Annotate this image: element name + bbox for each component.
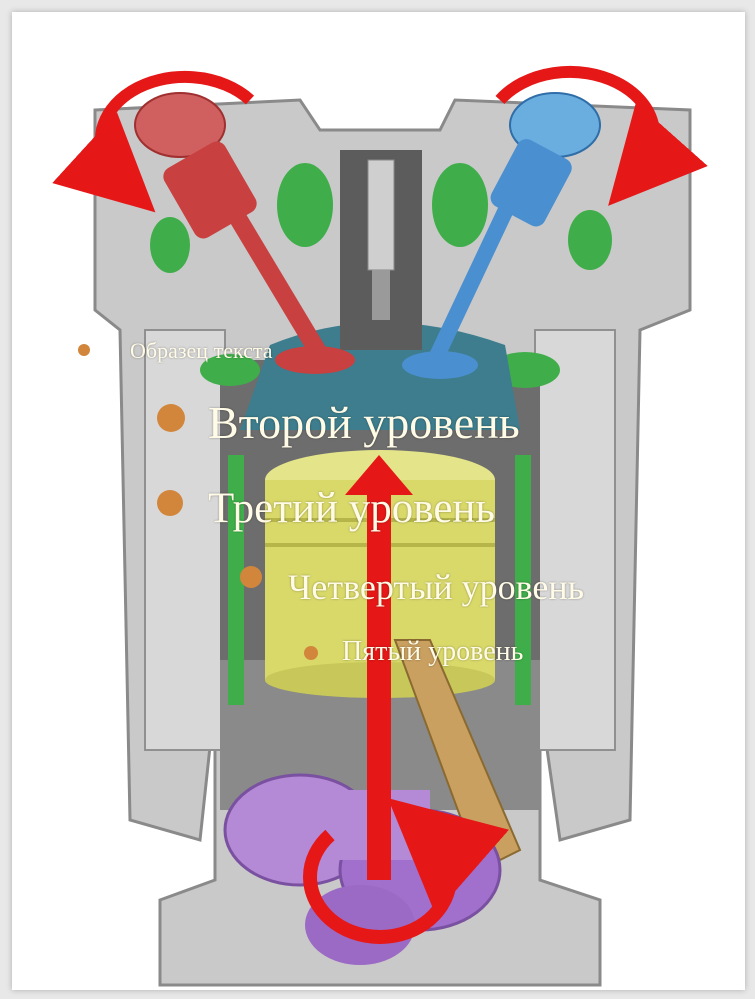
bullet-dot-1: [78, 344, 90, 356]
bullet-level-1: Образец текста: [130, 338, 370, 364]
bullet-level-4: Четвертый уровень: [288, 566, 594, 608]
bullet-dot-4: [240, 566, 262, 588]
spark-plug: [340, 150, 422, 350]
bullet-dot-2: [157, 404, 185, 432]
bullet-dot-5: [304, 646, 318, 660]
bullet-level-2: Второй уровень: [208, 396, 640, 449]
bullet-level-3: Третий уровень: [208, 484, 588, 533]
bullet-level-5: Пятый уровень: [342, 636, 594, 668]
bullet-dot-3: [157, 490, 183, 516]
